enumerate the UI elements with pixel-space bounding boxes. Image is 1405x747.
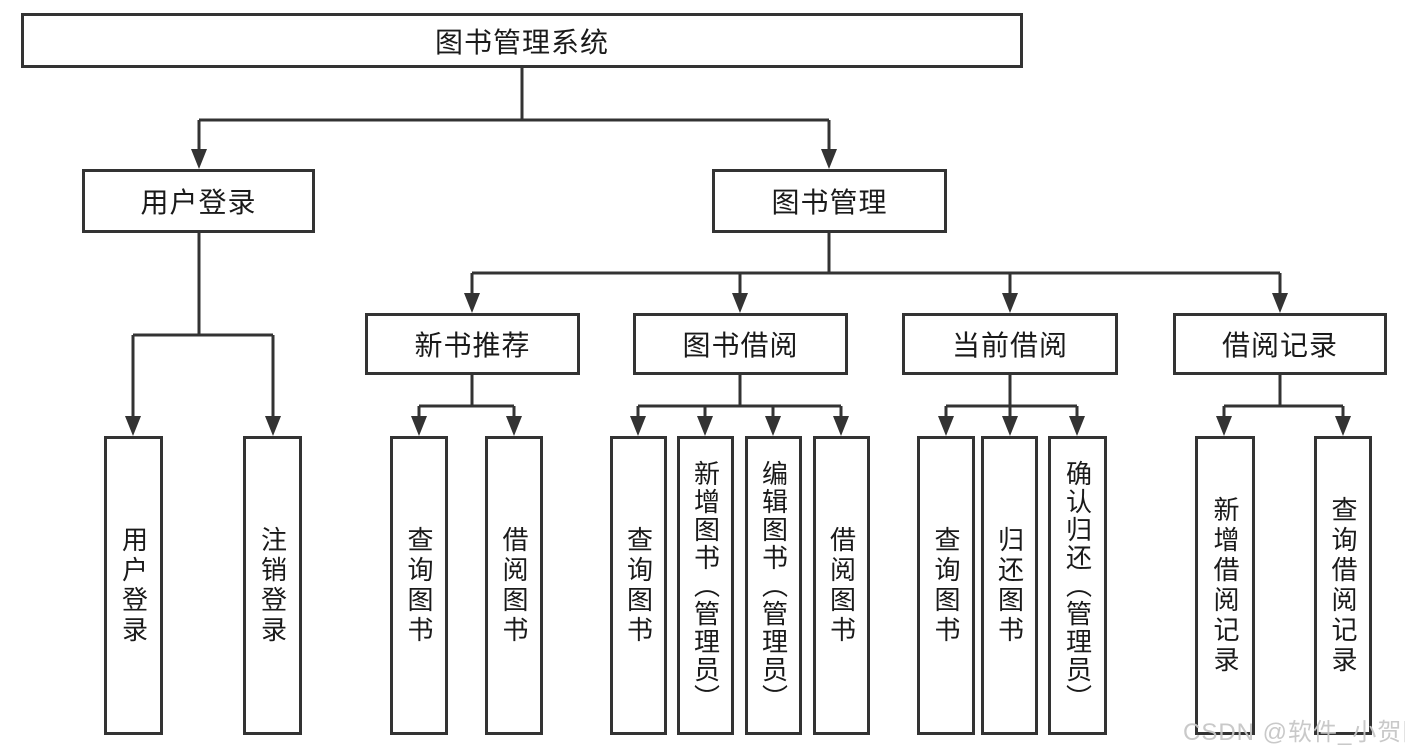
- node-label: 查询借阅记录: [1328, 495, 1358, 676]
- node-label: 查询图书: [404, 525, 434, 646]
- node-label: 用户登录: [118, 525, 149, 646]
- node-label: 新增图书（管理员）: [690, 459, 721, 712]
- leaf-confirm-return-admin: 确认归还（管理员）: [1048, 436, 1107, 735]
- node-borrow-records: 借阅记录: [1173, 313, 1387, 375]
- node-book-management: 图书管理: [712, 169, 947, 233]
- leaf-logout: 注销登录: [243, 436, 302, 735]
- leaf-query-borrow-record: 查询借阅记录: [1314, 436, 1372, 735]
- node-label: 新书推荐: [414, 330, 531, 361]
- arrowheads: [125, 149, 1351, 436]
- node-book-borrow: 图书借阅: [633, 313, 848, 375]
- node-user-login: 用户登录: [82, 169, 315, 233]
- leaf-query-book-borrow: 查询图书: [610, 436, 667, 735]
- leaf-user-login: 用户登录: [104, 436, 163, 735]
- node-label: 图书借阅: [682, 330, 799, 361]
- node-label: 图书管理: [771, 187, 888, 218]
- leaf-edit-book-admin: 编辑图书（管理员）: [745, 436, 802, 735]
- node-label: 归还图书: [994, 525, 1025, 646]
- leaf-query-book-current: 查询图书: [917, 436, 975, 735]
- node-label: 借阅图书: [499, 525, 529, 646]
- leaf-query-book-recommend: 查询图书: [390, 436, 448, 735]
- leaf-return-book: 归还图书: [981, 436, 1038, 735]
- leaf-borrow-book-recommend: 借阅图书: [485, 436, 543, 735]
- node-label: 确认归还（管理员）: [1062, 459, 1093, 712]
- node-label: 用户登录: [140, 187, 257, 218]
- node-label: 当前借阅: [951, 330, 1068, 361]
- node-label: 借阅记录: [1221, 330, 1338, 361]
- node-label: 图书管理系统: [434, 26, 609, 58]
- leaf-add-book-admin: 新增图书（管理员）: [677, 436, 734, 735]
- leaf-add-borrow-record: 新增借阅记录: [1195, 436, 1255, 735]
- csdn-watermark: CSDN @软件_小贺同学: [1183, 719, 1405, 746]
- node-label: 查询图书: [623, 525, 654, 646]
- node-label: 编辑图书（管理员）: [758, 459, 789, 712]
- node-root-library-system: 图书管理系统: [21, 13, 1023, 68]
- node-label: 查询图书: [931, 525, 961, 646]
- node-new-book-recommend: 新书推荐: [365, 313, 580, 375]
- node-label: 借阅图书: [826, 525, 857, 646]
- node-label: 新增借阅记录: [1210, 495, 1240, 676]
- node-label: 注销登录: [257, 525, 288, 646]
- leaf-borrow-book-borrow: 借阅图书: [813, 436, 870, 735]
- node-current-borrow: 当前借阅: [902, 313, 1118, 375]
